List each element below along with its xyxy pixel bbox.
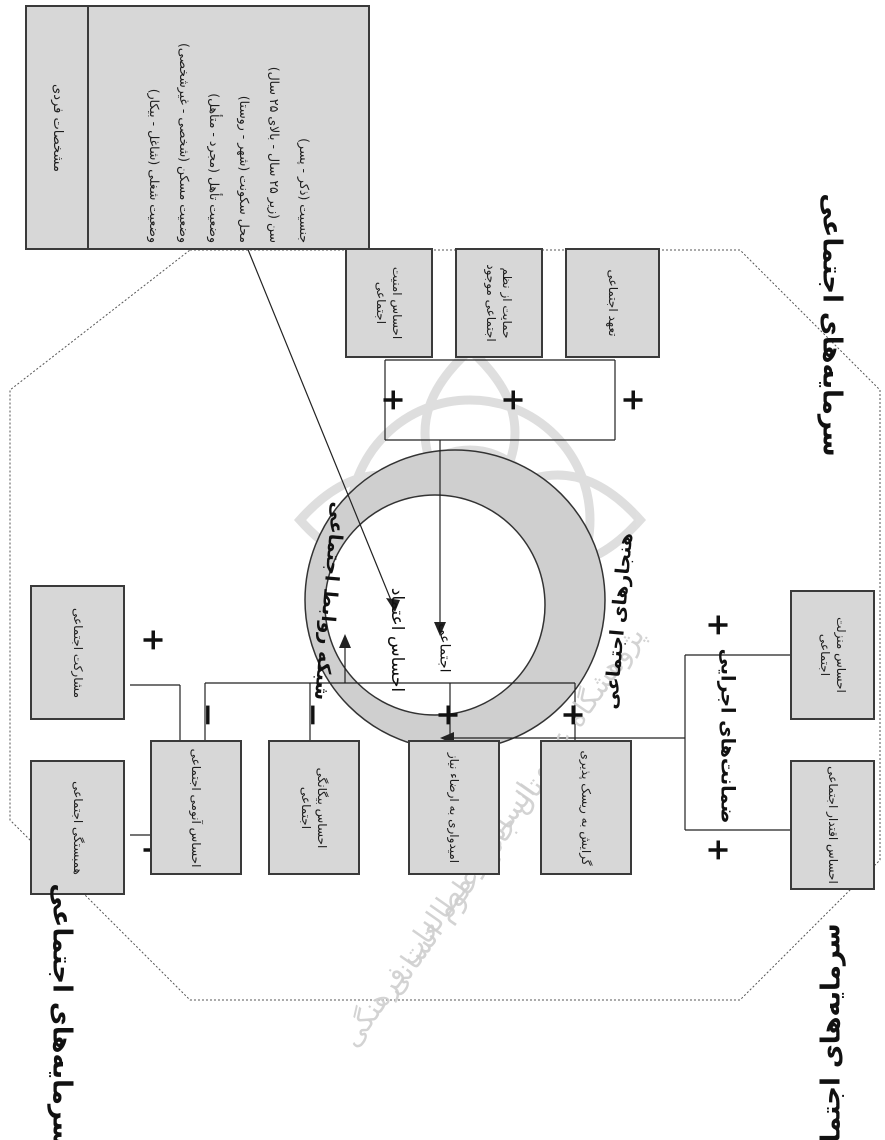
capital-title-bottom-right: سرمایه‌های اجتماعی bbox=[816, 923, 847, 1140]
social-commitment-box: تعهد اجتماعی bbox=[565, 248, 660, 358]
sign-left-1: + bbox=[135, 627, 171, 653]
individual-header: مشخصات فردی bbox=[49, 83, 65, 172]
social-participation-box: مشارکت اجتماعی bbox=[30, 585, 125, 720]
individual-items: جنسیت (ذکر - پسر) سن (زیر ۲۵ سال - بالای… bbox=[139, 13, 319, 243]
sign-top-1: + bbox=[375, 387, 411, 413]
enforcement-guarantees-label: ضمانت‌های اجرایی bbox=[716, 648, 739, 824]
risk-taking-box: گرایش به ریسک پذیری bbox=[540, 740, 632, 875]
individual-item: وضعیت مسکن (شخصی - غیرشخصی) bbox=[176, 42, 192, 243]
sign-right-2: + bbox=[700, 837, 736, 863]
social-security-box: احساس امنیت اجتماعی bbox=[345, 248, 433, 358]
center-label-trust: احساس اعتماد bbox=[387, 587, 408, 693]
individual-item: محل سکونت (شهر - روستا) bbox=[236, 95, 252, 243]
sign-bottom-2: − bbox=[295, 702, 331, 728]
sign-bottom-4: + bbox=[555, 702, 591, 728]
sign-right-1: + bbox=[700, 612, 736, 638]
sign-top-2: + bbox=[495, 387, 531, 413]
support-social-order-box: حمایت از نظم اجتماعی موجود bbox=[455, 248, 543, 358]
individual-item: جنسیت (ذکر - پسر) bbox=[296, 137, 312, 243]
social-status-box: احساس منزلت اجتماعی bbox=[790, 590, 875, 720]
sign-bottom-3: + bbox=[430, 702, 466, 728]
center-label-social: اجتماعی bbox=[436, 623, 453, 673]
social-solidarity-box: همبستگی اجتماعی bbox=[30, 760, 125, 895]
sign-bottom-1: − bbox=[190, 702, 226, 728]
individual-item: وضعیت تأهل (مجرد - متأهل) bbox=[206, 92, 222, 243]
social-alienation-box: احساس بیگانگی اجتماعی bbox=[268, 740, 360, 875]
social-authority-box: احساس اقتدار اجتماعی bbox=[790, 760, 875, 890]
need-satisfaction-hope-box: امیدواری به ارضاء نیاز bbox=[408, 740, 500, 875]
social-anomie-box: احساس آنومی اجتماعی bbox=[150, 740, 242, 875]
inner-ring bbox=[324, 494, 546, 716]
capital-title-top-right: سرمایه‌های اجتماعی bbox=[816, 193, 847, 457]
individual-arrow bbox=[239, 229, 396, 611]
individual-item: وضعیت شغلی (شاغل - بیکار) bbox=[146, 88, 162, 243]
individual-characteristics-box: مشخصات فردی جنسیت (ذکر - پسر) سن (زیر ۲۵… bbox=[25, 5, 370, 250]
individual-item: سن (زیر ۲۵ سال - بالای ۲۵ سال) bbox=[266, 66, 282, 243]
sign-top-3: + bbox=[615, 387, 651, 413]
capital-title-left: سرمایه‌های اجتماعی bbox=[46, 883, 77, 1140]
